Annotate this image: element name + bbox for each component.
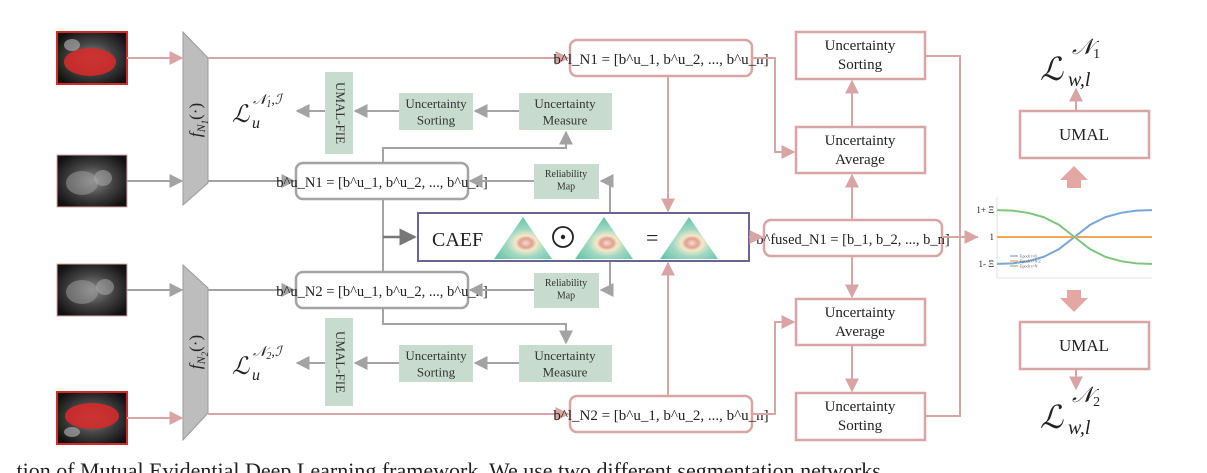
svg-text:ℒ: ℒ [232,102,250,128]
formula-bl-n2: b^l_N2 = [b^u_1, b^u_2, ..., b^u_n] [553,408,768,424]
mri-image-top [56,154,128,208]
box-umal-fie-bottom: UMAL-FIE [325,318,353,406]
chart-y-tick-label: 1+ Ξ [976,205,994,215]
equals-sign: = [646,225,658,250]
box-umal-bottom: UMAL [1018,320,1151,371]
loss-wl-n2: ℒ w,l 𝒩2 [1040,382,1100,439]
chart-series-line-2 [996,209,1153,265]
formula-box-bu-n2: b^u_N2 = [b^u_1, b^u_2, ..., b^u_n] [276,270,488,310]
umal-fie-top-label: UMAL-FIE [333,82,348,144]
evidence-map-n2 [575,217,633,259]
arrow-bu1-to-measure [382,130,573,163]
svg-text:u: u [252,115,260,132]
formula-box-bl-n1: b^l_N1 = [b^u_1, b^u_2, ..., b^u_n] [553,38,769,78]
mri-image-bottom [56,263,128,317]
svg-text:𝒩2: 𝒩2 [1072,382,1100,410]
svg-text:𝒩1: 𝒩1 [1072,34,1100,62]
formula-b-fused: b^fused_N1 = [b_1, b_2, ..., b_n] [756,232,949,248]
arrow-bl1-to-avg-top [752,57,796,159]
svg-text:𝒩2,ℐ: 𝒩2,ℐ [253,345,284,362]
caef-label: CAEF [432,229,483,251]
svg-text:ℒ: ℒ [232,354,250,380]
fat-arrow-up [1060,166,1088,188]
formula-box-b-fused: b^fused_N1 = [b_1, b_2, ..., b_n] [756,218,950,258]
evidence-map-n1 [494,217,552,259]
arrow-sort-top-to-chart [925,55,978,238]
arrow-sort-bottom-to-chart [925,237,961,417]
formula-box-bl-n2: b^l_N2 = [b^u_1, b^u_2, ..., b^u_n] [553,394,769,434]
box-umal-fie-top: UMAL-FIE [325,72,353,154]
formula-box-bu-n1: b^u_N1 = [b^u_1, b^u_2, ..., b^u_n] [276,161,488,201]
svg-text:w,l: w,l [1068,69,1091,91]
mri-image-bottom-masked [56,391,128,445]
chart-legend-label: Epoch t=N/2 [1020,259,1041,264]
evidence-map-fused [660,217,718,259]
chart-y-tick-label: 1- Ξ [978,259,994,269]
formula-bu-n1: b^u_N1 = [b^u_1, b^u_2, ..., b^u_n] [276,175,487,191]
svg-text:w,l: w,l [1068,417,1091,439]
encoder-bottom-label: fN2(·) [186,335,210,369]
arrow-caef-to-relmap-top [599,174,614,214]
chart-legend-label: Epoch t=N [1020,264,1038,269]
odot-dot [560,234,566,240]
umal-fie-bottom-label: UMAL-FIE [333,331,348,393]
svg-text:𝒩1,ℐ: 𝒩1,ℐ [253,93,284,110]
box-umal-top: UMAL [1018,109,1151,160]
arrow-bl2-to-avg-bottom [752,315,796,415]
chart-y-tick-label: 1 [990,232,995,242]
loss-wl-n1: ℒ w,l 𝒩1 [1040,34,1100,91]
svg-text:u: u [252,367,260,384]
arrow-bu2-to-measure [382,308,573,345]
formula-bl-n1: b^l_N1 = [b^u_1, b^u_2, ..., b^u_n] [553,52,768,68]
chart-legend-label: Epoch t=0 [1020,254,1037,259]
loss-u-n1: ℒ u 𝒩1,ℐ [232,93,284,132]
svg-text:ℒ: ℒ [1040,399,1064,435]
arrow-caef-to-relmap-bottom [599,262,614,297]
fat-arrow-down [1060,290,1088,312]
encoder-top-trapezoid [182,30,209,207]
encoder-top-label: fN1(·) [186,103,210,137]
loss-u-n2: ℒ u 𝒩2,ℐ [232,345,284,384]
caef-box: CAEF = [417,212,750,262]
odot-symbol [552,226,574,248]
umal-bottom-label: UMAL [1059,336,1109,355]
figure-caption: ...tion of Mutual Evidential Deep Learni… [0,458,898,473]
formula-bu-n2: b^u_N2 = [b^u_1, b^u_2, ..., b^u_n] [276,284,487,300]
mri-image-top-masked [56,31,128,85]
svg-text:ℒ: ℒ [1040,51,1064,87]
umal-top-label: UMAL [1059,125,1109,144]
